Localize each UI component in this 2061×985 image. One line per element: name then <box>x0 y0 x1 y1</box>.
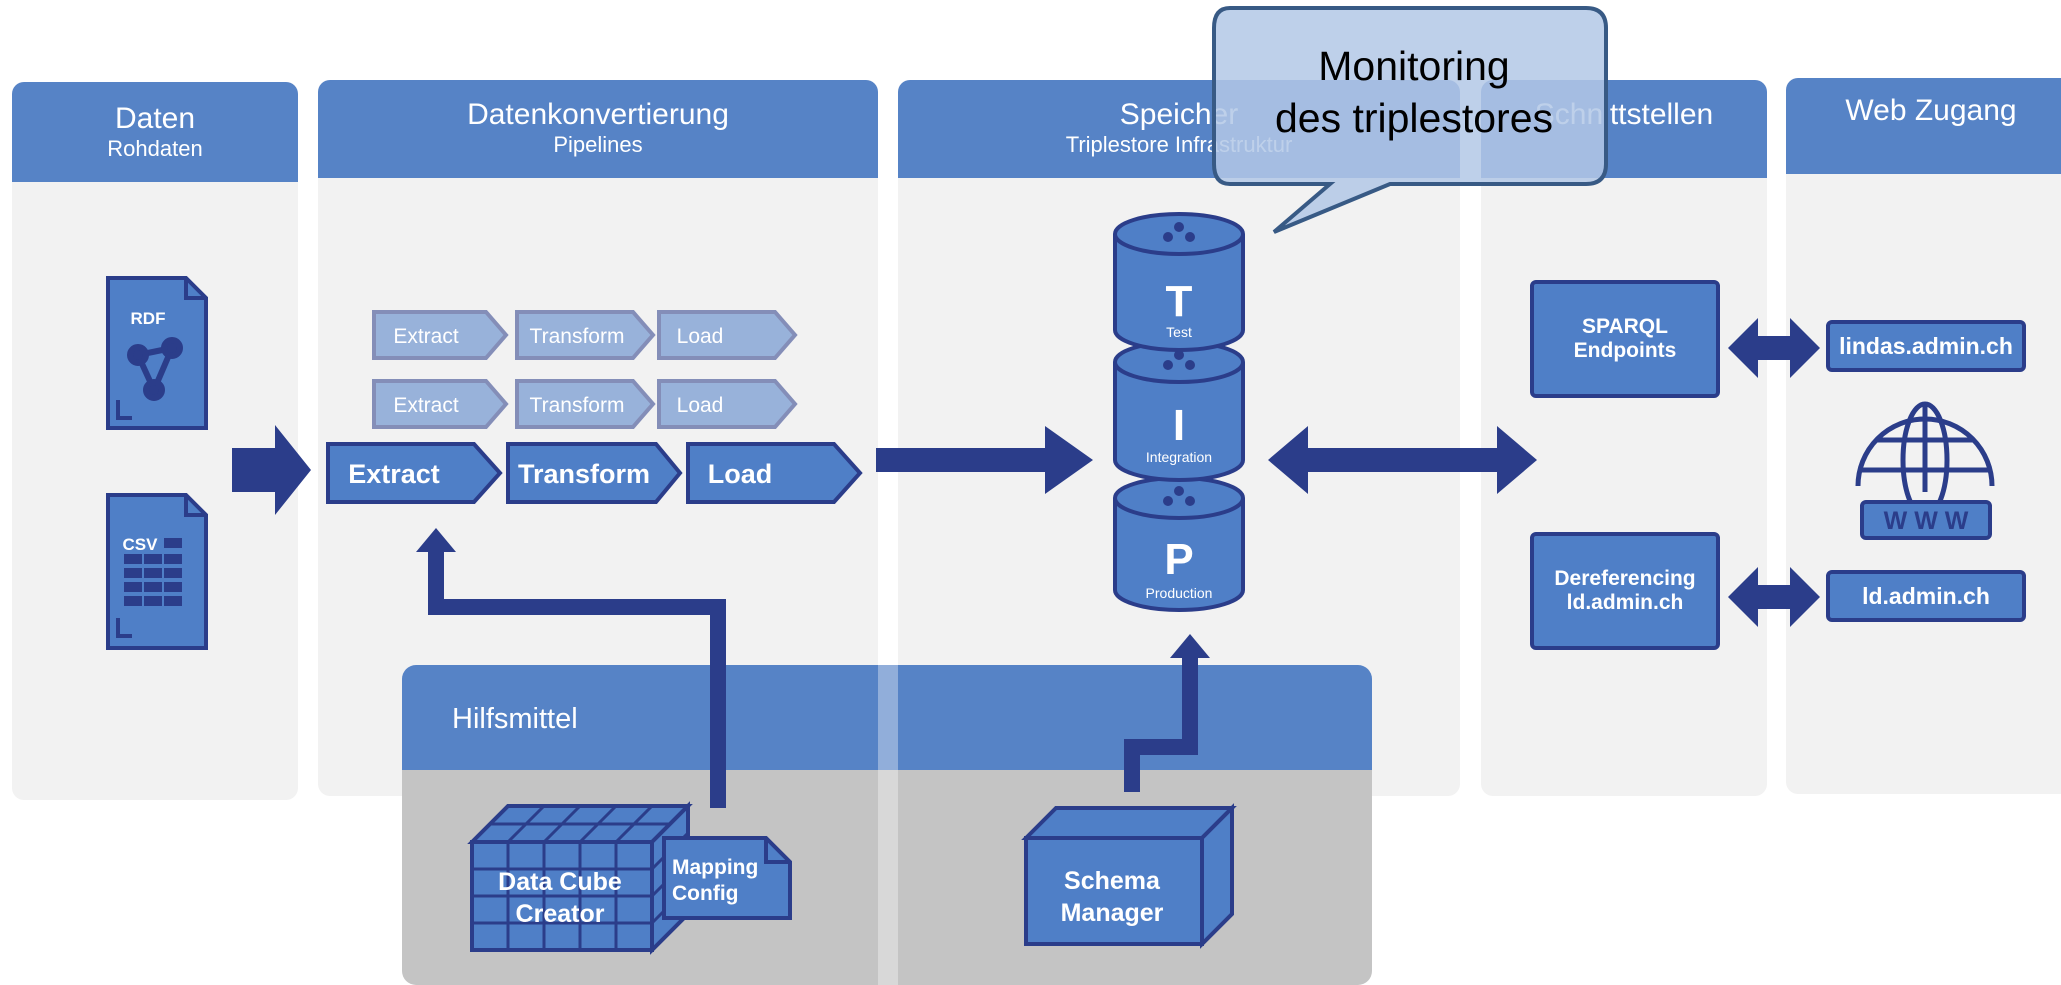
arrow-schema-to-store <box>1124 655 1198 792</box>
schema-manager-icon <box>1021 803 1237 949</box>
store-production-letter: P <box>1164 535 1193 584</box>
header-web-zugang-title: Web Zugang <box>1845 94 2017 127</box>
header-datenkonvertierung-title: Datenkonvertierung <box>467 98 729 131</box>
arrow-cube-to-extract <box>428 550 726 808</box>
mapping-config-icon <box>662 836 792 920</box>
sparql-endpoints-line2: Endpoints <box>1573 339 1677 362</box>
monitoring-callout-line2: des triplestores <box>1274 95 1553 141</box>
load-step: Load <box>708 459 773 489</box>
header-daten: Daten Rohdaten <box>12 82 298 182</box>
header-web-zugang: Web Zugang <box>1786 78 2061 174</box>
header-datenkonvertierung: Datenkonvertierung Pipelines <box>318 80 878 178</box>
store-production-label: Production <box>1146 585 1213 601</box>
lindas-admin-link[interactable]: lindas.admin.ch <box>1826 320 2026 372</box>
schema-manager-label-2: Manager <box>1061 899 1164 927</box>
store-test-label: Test <box>1166 324 1192 340</box>
monitoring-callout-text: Monitoring des triplestores <box>1214 40 1614 144</box>
globe-icon <box>1855 401 1995 519</box>
www-box <box>1860 500 1992 540</box>
extract-step: Extract <box>348 459 440 489</box>
dereferencing-box: Dereferencing ld.admin.ch <box>1530 532 1720 650</box>
hilfsmittel-header <box>402 665 1372 770</box>
csv-file-label: CSV <box>123 535 159 554</box>
transform-step: Transform <box>518 459 650 489</box>
csv-file-icon: CSV <box>106 493 208 650</box>
arrow-schema-to-store-head <box>1170 634 1210 658</box>
rdf-file-icon: RDF <box>106 276 208 430</box>
store-production <box>1113 476 1245 612</box>
arrow-pipeline-to-storage <box>876 426 1093 494</box>
schema-manager-label-1: Schema <box>1064 867 1161 895</box>
dereferencing-line1: Dereferencing <box>1554 567 1696 590</box>
dereferencing-line2: ld.admin.ch <box>1566 591 1684 614</box>
rdf-file-label: RDF <box>131 309 166 328</box>
monitoring-callout <box>1212 6 1608 234</box>
pipeline-row-faded-2 <box>372 379 798 429</box>
column-schnittstellen <box>1481 80 1767 796</box>
store-integration <box>1113 340 1245 482</box>
www-label: W W W <box>1884 507 1969 535</box>
arrow-deref-ld <box>1728 567 1820 627</box>
hilfsmittel-divider <box>878 665 898 985</box>
pipeline-row-faded-1 <box>372 310 798 360</box>
store-integration-label: Integration <box>1146 449 1212 465</box>
mapping-config-label-1: Mapping <box>672 856 758 879</box>
faded-load-1: Load <box>677 325 724 348</box>
header-datenkonvertierung-subtitle: Pipelines <box>553 132 643 157</box>
faded-load-2: Load <box>677 394 724 417</box>
faded-transform-1: Transform <box>530 325 625 348</box>
header-daten-title: Daten <box>114 102 196 135</box>
data-cube-label-1: Data Cube <box>498 868 622 896</box>
monitoring-callout-line1: Monitoring <box>1318 43 1510 89</box>
hilfsmittel-title: Hilfsmittel <box>452 703 578 735</box>
column-daten <box>12 82 298 800</box>
faded-extract-2: Extract <box>393 394 459 417</box>
store-test <box>1113 212 1245 352</box>
mapping-config-label-2: Config <box>672 882 738 905</box>
store-test-letter: T <box>1166 277 1193 326</box>
arrow-data-to-pipeline <box>232 425 311 515</box>
ld-admin-link[interactable]: ld.admin.ch <box>1826 570 2026 622</box>
faded-transform-2: Transform <box>530 394 625 417</box>
sparql-endpoints-line1: SPARQL <box>1582 315 1668 338</box>
pipeline-row-main <box>326 442 863 504</box>
sparql-endpoints-box: SPARQL Endpoints <box>1530 280 1720 398</box>
arrow-sparql-lindas <box>1728 318 1820 378</box>
faded-extract-1: Extract <box>393 325 459 348</box>
arrow-cube-to-extract-head <box>416 528 456 552</box>
data-cube-label-2: Creator <box>516 900 605 928</box>
header-daten-subtitle: Rohdaten <box>107 136 203 161</box>
arrow-storage-interfaces <box>1268 426 1537 494</box>
store-integration-letter: I <box>1173 401 1185 450</box>
